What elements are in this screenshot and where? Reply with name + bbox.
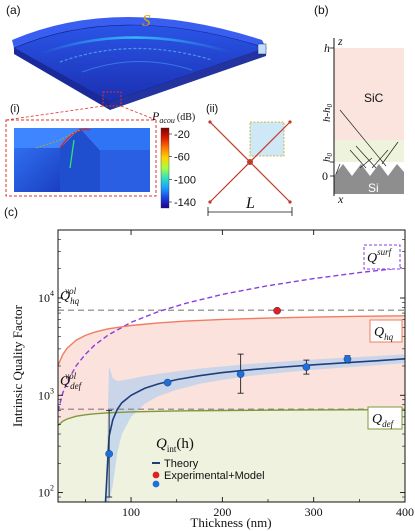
inset-ii: (ii) L: [206, 103, 293, 216]
inset-i-block-right: [100, 150, 150, 192]
curve-Q_int_theory: [104, 358, 405, 502]
layer-interface: [334, 140, 404, 162]
inset-ii-label: (ii): [206, 103, 218, 115]
inset-ii-corner-4: [288, 200, 292, 204]
acoustic-ring-1: [39, 36, 231, 56]
axis-z-label: z: [337, 34, 343, 48]
data-point: [163, 378, 172, 387]
y-tick-label: 102: [38, 484, 54, 500]
hline-label-hq-vol: Qhqvol: [60, 286, 80, 306]
legend-exp-swatch-red: [152, 471, 160, 479]
axis-x-label: x: [337, 192, 344, 206]
plot-area: [58, 266, 405, 502]
x-axis-label: Thickness (nm): [190, 515, 271, 530]
layer-sic-label: SiC: [364, 91, 384, 105]
disk-side-left: [14, 48, 110, 110]
data-point: [105, 450, 113, 458]
data-point: [302, 363, 311, 371]
y-tick-label: 104: [38, 289, 54, 305]
layer-si-label: Si: [368, 181, 379, 195]
tick-h-label: h: [324, 41, 330, 55]
axis-ticks: 100 200 300 400 102 103 104: [38, 229, 414, 519]
colorbar-tick-label: -100: [174, 174, 196, 186]
colorbar-tick-label: -140: [174, 197, 196, 209]
colorbar-ticks: -20 -60 -100 -140: [169, 129, 196, 209]
legend-exp-swatch-blue: [152, 480, 160, 488]
panel-b-label: (b): [314, 3, 329, 17]
y-tick-label: 103: [38, 386, 54, 402]
colorbar-title: Pacou(dB): [151, 109, 195, 125]
data-point: [236, 370, 245, 378]
disk-side-right: [110, 48, 266, 110]
inset-ii-cell: [250, 122, 284, 156]
inset-ii-corner-3: [208, 200, 212, 204]
zoom-box: [102, 91, 122, 107]
panel-c-label: (c): [4, 205, 18, 219]
label-box-qsurf: [363, 244, 401, 270]
colorbar-tick-label: -20: [174, 129, 190, 141]
acoustic-ring-2: [59, 47, 213, 63]
panel-a-label: (a): [6, 3, 21, 17]
colorbar-scale: [160, 127, 170, 209]
x-tick-label: 100: [122, 505, 140, 519]
disk-top-edge: [12, 17, 266, 48]
tick-h0-label: h0: [321, 153, 334, 163]
inset-i-block-face: [14, 148, 60, 192]
zoom-line-left: [5, 105, 104, 121]
panel-a: (a) S (i): [5, 3, 293, 216]
x-tick-label: 400: [396, 505, 414, 519]
legend-exp-label: Experimental+Model: [164, 470, 265, 482]
curve-Q_def: [58, 408, 405, 426]
curve-Q_hq: [58, 315, 405, 366]
layer-sic: [334, 48, 404, 140]
data-point: [343, 355, 352, 363]
disk-corner-block: [257, 43, 267, 55]
inset-i-label: (i): [10, 103, 20, 115]
panel-c: (c) 100 200 300 400 102 103 104 Intrinsic Qual…: [4, 205, 414, 530]
layer-si: [334, 176, 404, 194]
zoom-line-right: [120, 105, 157, 121]
hline-label-def-vol: Qdefvol: [60, 371, 83, 391]
inset-i-surface-line: [35, 129, 81, 149]
inset-i-block-top-right: [80, 128, 150, 150]
inset-ii-center: [247, 159, 253, 165]
legend: Qint(h) Theory Experimental+Model: [152, 436, 265, 488]
defect-lines: [335, 109, 399, 175]
tick-zero-label: 0: [322, 169, 328, 183]
acoustic-ring-3: [81, 60, 193, 73]
data-point: [273, 306, 281, 315]
tick-hh0-label: h-h0: [321, 103, 334, 122]
inset-i-mode-2: [69, 139, 75, 169]
inset-i-notch: [60, 128, 100, 192]
inset-ii-cell-border: [249, 121, 285, 157]
series-label-qsurf: Qsurf: [367, 247, 393, 266]
series-label-qhq: Qhq: [374, 325, 394, 342]
colorbar-tick-label: -60: [174, 152, 190, 164]
region-qdef: [58, 409, 405, 502]
resonator-3d: [12, 17, 267, 110]
series-label-qdef: Qdef: [372, 412, 395, 429]
label-box-qdef: [367, 406, 403, 430]
label-box-qhq: [369, 319, 403, 343]
x-tick-label: 300: [305, 505, 323, 519]
curve-Q_surf: [58, 266, 405, 412]
si-teeth: [334, 164, 404, 176]
colorbar: Pacou(dB) -20 -60 -100 -140: [151, 109, 196, 209]
surface-label-s: S: [142, 11, 151, 30]
legend-title: Qint(h): [156, 436, 194, 454]
inset-i: (i): [5, 103, 157, 197]
inset-ii-dim-label: L: [245, 195, 255, 212]
inset-ii-corner-2: [288, 120, 292, 124]
panel-b: (b) z h h-h0 h0 0 x SiC Si: [314, 3, 404, 206]
x-tick-label: 200: [213, 505, 231, 519]
legend-theory-label: Theory: [164, 458, 199, 470]
inset-ii-corner-1: [208, 120, 212, 124]
y-axis-label: Intrinsic Quality Factor: [10, 304, 25, 427]
